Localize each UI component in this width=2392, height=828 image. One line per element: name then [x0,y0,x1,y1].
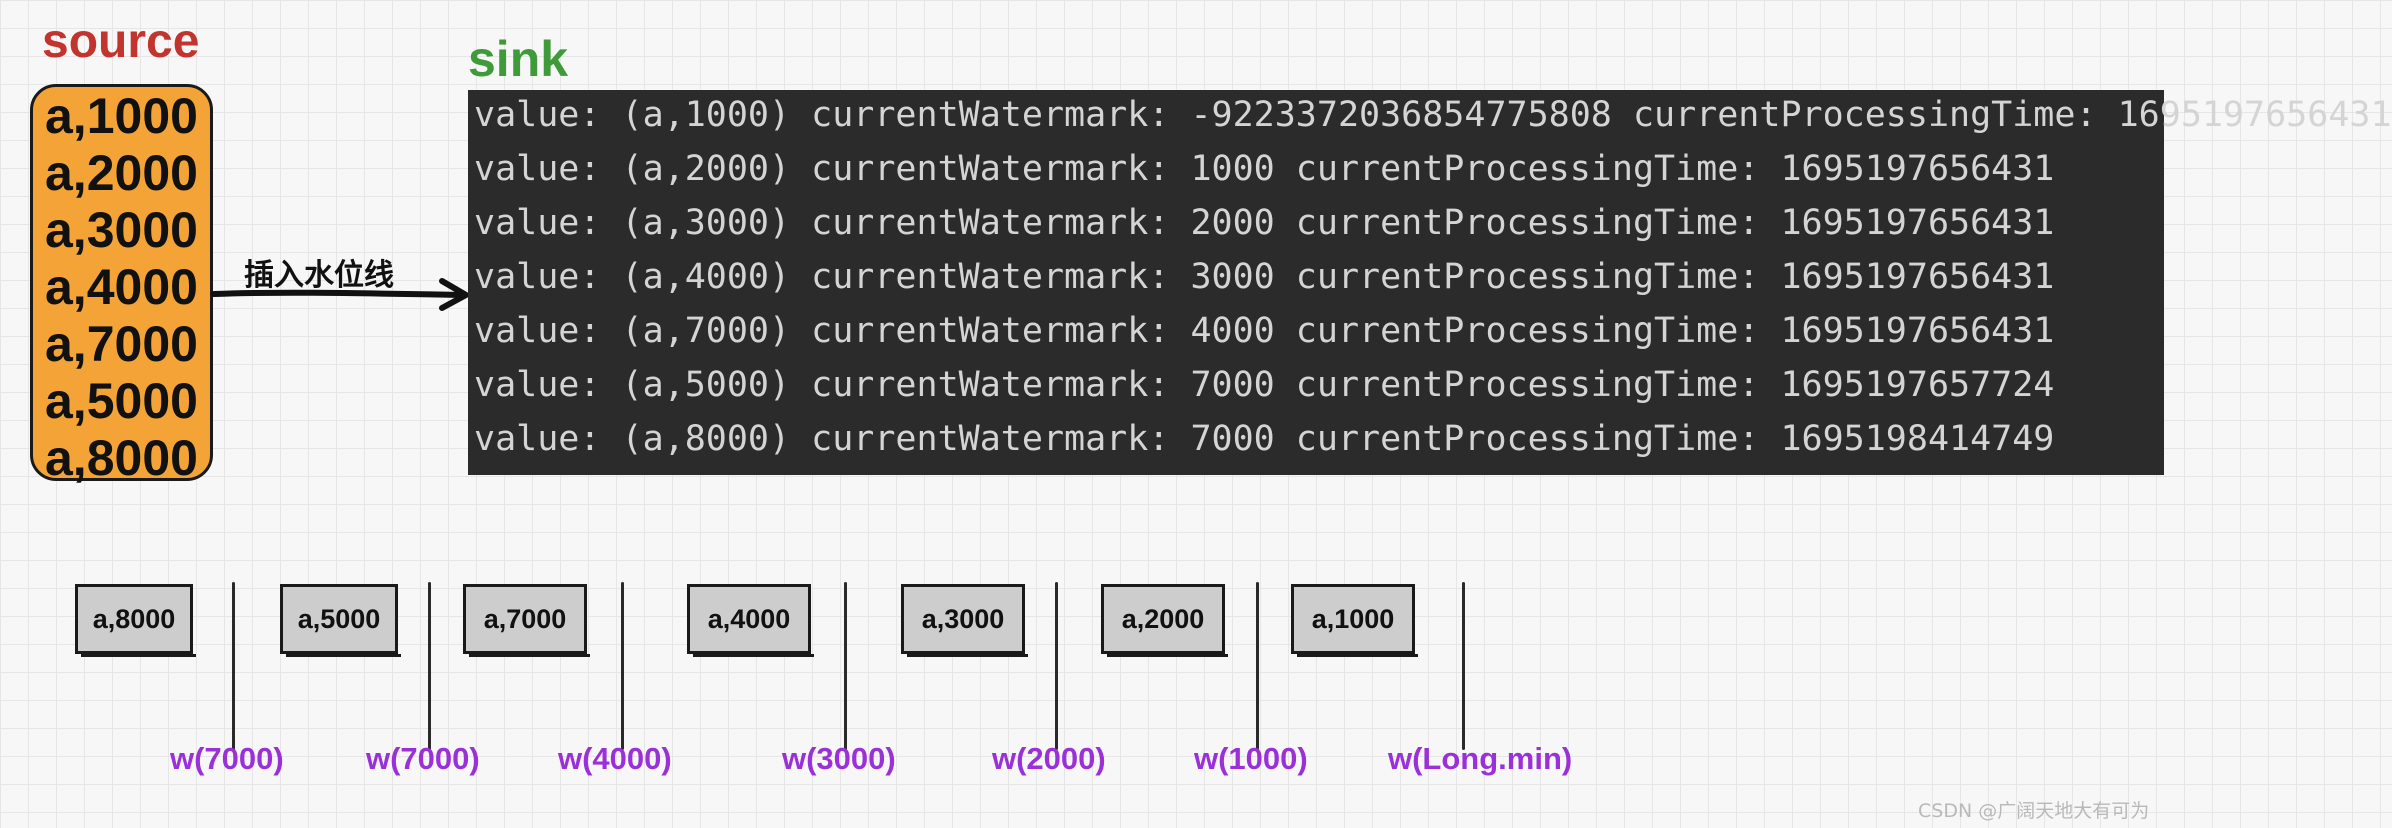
watermark-label: w(7000) [170,741,284,776]
source-item: a,4000 [45,259,198,315]
stream-event: a,3000 [901,584,1028,657]
watermark-line [844,582,847,750]
stream-event: a,2000 [1101,584,1228,657]
watermark-label: w(7000) [366,741,480,776]
watermark-line [232,582,235,750]
console-line: value: (a,4000) currentWatermark: 3000 c… [474,257,2055,297]
sink-title: sink [468,31,569,87]
sink-console: value: (a,1000) currentWatermark: -92233… [468,90,2392,475]
watermark-line [1055,582,1058,750]
source-box: a,1000 a,2000 a,3000 a,4000 a,7000 a,500… [30,84,213,486]
console-line: value: (a,5000) currentWatermark: 7000 c… [474,365,2055,405]
watermark-label: w(4000) [558,741,672,776]
watermark-label: w(1000) [1194,741,1308,776]
arrow-label: 插入水位线 [244,258,394,293]
console-line: value: (a,2000) currentWatermark: 1000 c… [474,149,2055,189]
source-item: a,7000 [45,316,198,372]
stream-event: a,8000 [75,584,196,657]
insert-watermark-arrow [211,278,469,311]
source-title: source [42,15,200,68]
credit-text: CSDN @广阔天地大有可为 [1918,800,2150,822]
stream-event: a,5000 [280,584,401,657]
console-line: value: (a,7000) currentWatermark: 4000 c… [474,311,2055,351]
watermark-label: w(Long.min) [1388,741,1573,776]
source-item: a,8000 [45,430,198,486]
watermark-line [1256,582,1259,750]
watermark-line [428,582,431,750]
source-item: a,3000 [45,202,198,258]
stream-event: a,7000 [463,584,590,657]
watermark-label: w(2000) [992,741,1106,776]
watermark-line [621,582,624,750]
watermark-line [1462,582,1465,750]
console-line: value: (a,1000) currentWatermark: -92233… [474,95,2392,135]
watermark-label: w(3000) [782,741,896,776]
console-line: value: (a,3000) currentWatermark: 2000 c… [474,203,2055,243]
stream-event: a,4000 [687,584,814,657]
source-item: a,1000 [45,88,198,144]
source-item: a,2000 [45,145,198,201]
stream-event: a,1000 [1291,584,1418,657]
console-line: value: (a,8000) currentWatermark: 7000 c… [474,419,2055,459]
source-item: a,5000 [45,373,198,429]
